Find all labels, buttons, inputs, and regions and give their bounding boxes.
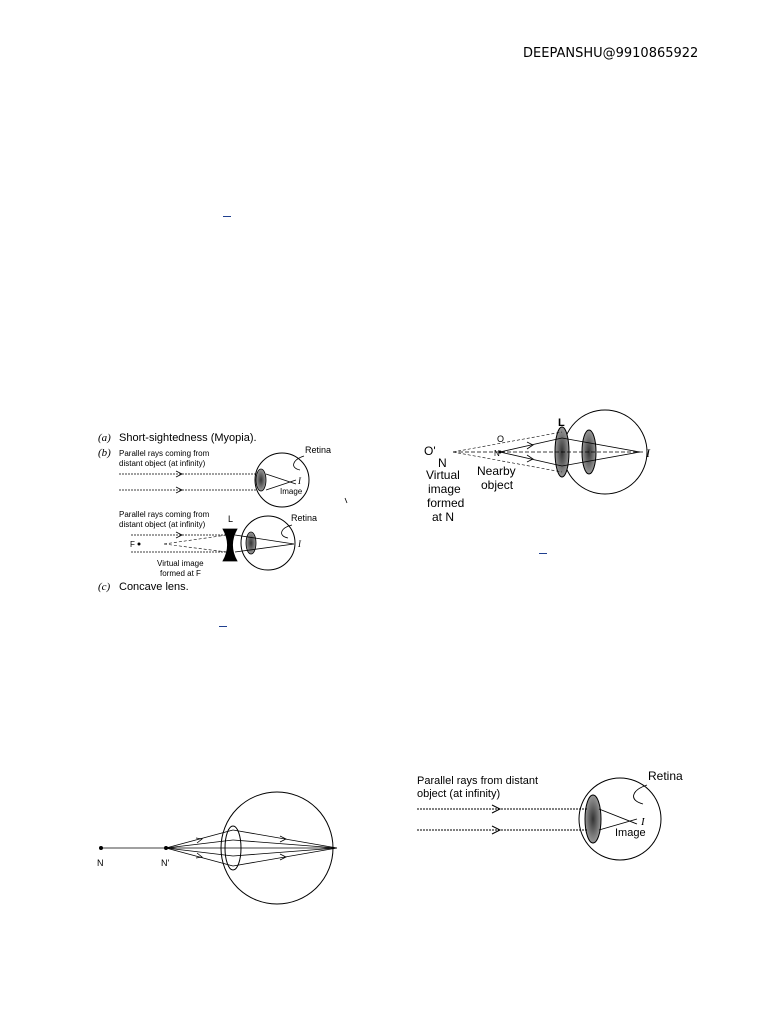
arrow-head (175, 470, 183, 478)
retina2-label: Retina (291, 513, 317, 523)
ray (232, 847, 338, 857)
lens-l-label: L (228, 514, 233, 524)
n-top-label: N (438, 456, 447, 470)
retina-pointer (633, 784, 648, 805)
point-n (99, 846, 103, 850)
ray (165, 847, 234, 867)
ray (598, 818, 638, 831)
retina-pointer (293, 455, 305, 471)
virtual-label-2: formed at F (160, 569, 201, 578)
ray (265, 473, 297, 485)
arrow-head (175, 531, 183, 539)
eye-lens (584, 794, 602, 844)
ray (561, 437, 641, 453)
image-i: I (297, 476, 302, 486)
object-point (498, 450, 502, 454)
arrow-head (526, 441, 534, 450)
ray (561, 451, 641, 467)
rays-label-2: distant object (at infinity) (119, 459, 206, 468)
link-dash[interactable] (223, 216, 231, 217)
marker-a: (a) (98, 432, 111, 444)
ray (234, 543, 295, 553)
arrow-head (175, 486, 183, 494)
rays-label-1: Parallel rays from distant (417, 775, 538, 787)
o-prime-label: O' (424, 444, 436, 458)
retina-pointer (281, 524, 293, 539)
o-label: O (497, 434, 504, 444)
rays-label-1: Parallel rays coming from (119, 449, 210, 458)
n-prime-label: N' (161, 858, 169, 868)
ray (232, 829, 338, 849)
arrow-head (195, 837, 203, 844)
eye-circle (240, 515, 296, 571)
image-label: Image (615, 827, 646, 839)
virtual-label-4: at N (432, 510, 454, 524)
nearby-label-2: object (481, 478, 514, 492)
arrow-head (526, 454, 534, 463)
myopia-title: Short-sightedness (Myopia). (119, 432, 257, 444)
marker-c: (c) (98, 581, 111, 593)
small-mark (344, 497, 348, 504)
eye-lens (255, 468, 267, 492)
ray (499, 451, 563, 467)
ray (232, 839, 338, 849)
arrow-head (279, 853, 287, 861)
ray (265, 479, 297, 491)
focus-f: F (130, 540, 135, 549)
image-label: Image (280, 487, 303, 496)
rays2-label-2: distant object (at infinity) (119, 520, 206, 529)
arrow-head (195, 852, 203, 859)
ray (234, 534, 295, 545)
ray (499, 437, 563, 453)
ray (232, 847, 338, 867)
retina-label: Retina (305, 445, 331, 455)
eye-circle (254, 452, 310, 508)
concave-title: Concave lens. (119, 581, 189, 593)
ray (598, 808, 638, 825)
image-i2: I (297, 539, 302, 549)
marker-b: (b) (98, 447, 111, 459)
arrow-head (491, 804, 502, 814)
ray (163, 534, 228, 545)
n-small-label: N (494, 449, 500, 458)
ray (452, 451, 563, 473)
lens-l-label: L (558, 417, 565, 429)
link-dash[interactable] (219, 626, 227, 627)
rays-label-2: object (at infinity) (417, 788, 500, 800)
header-contact: DEEPANSHU@9910865922 (523, 46, 699, 61)
virtual-label-1: Virtual image (157, 559, 204, 568)
ray (163, 543, 228, 553)
link-dash[interactable] (539, 553, 547, 554)
ray (165, 847, 234, 857)
arrow-head (279, 835, 287, 843)
image-i: I (640, 816, 646, 828)
ray (452, 431, 563, 453)
n-label: N (97, 858, 104, 868)
virtual-label-2: image (428, 482, 461, 496)
retina-label: Retina (648, 769, 683, 783)
concave-lens (222, 528, 238, 562)
ray (165, 839, 234, 849)
eye-circle (578, 777, 662, 861)
virtual-label-3: formed (427, 496, 464, 510)
ray (165, 829, 234, 849)
focus-point (137, 542, 141, 546)
arrow-head (491, 825, 502, 835)
virtual-label-1: Virtual (426, 468, 460, 482)
image-i: I (645, 446, 651, 460)
rays2-label-1: Parallel rays coming from (119, 510, 210, 519)
nearby-label-1: Nearby (477, 464, 516, 478)
